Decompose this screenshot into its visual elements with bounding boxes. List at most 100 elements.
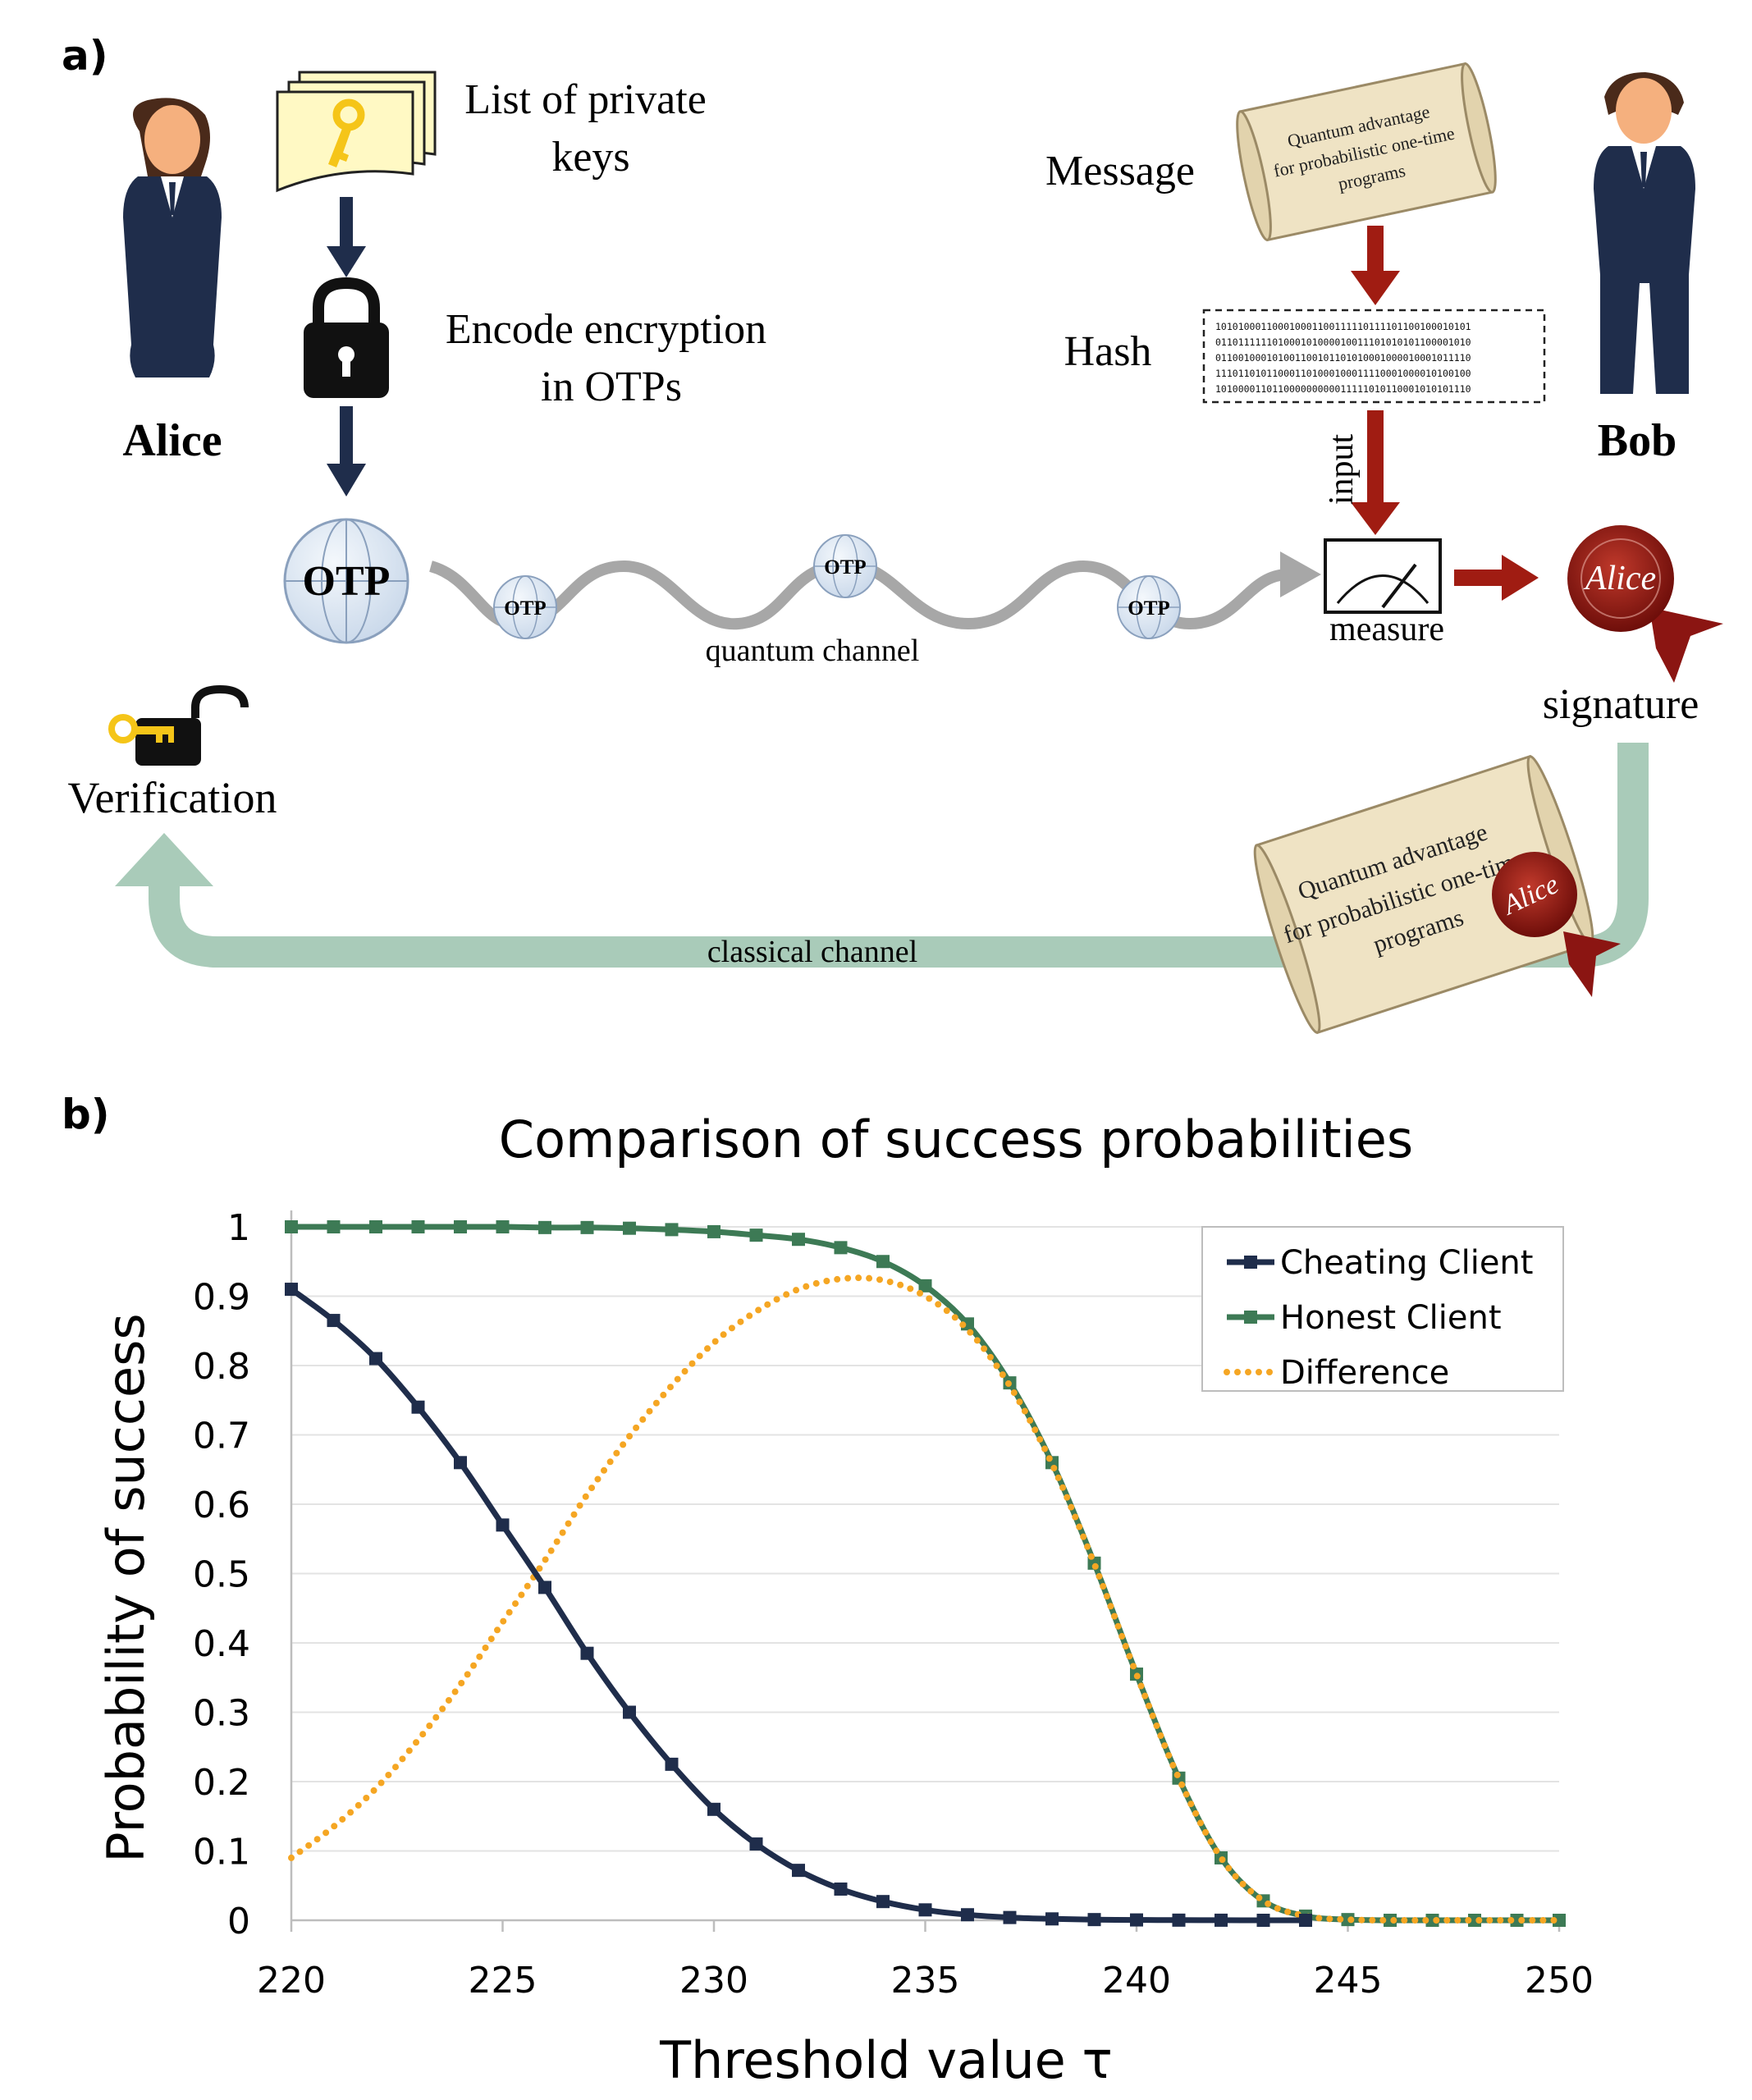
cheating-client-marker	[538, 1581, 551, 1594]
legend-label-honest-client: Honest Client	[1280, 1299, 1502, 1337]
message-label: Message	[1045, 148, 1195, 194]
paper-stack-icon	[276, 71, 437, 193]
arrow-message-to-hash	[1351, 226, 1400, 305]
otp-small-globe-2: OTP	[813, 534, 877, 598]
honest-client-marker	[454, 1220, 467, 1233]
honest-client-marker	[1468, 1914, 1481, 1927]
cheating-client-marker	[411, 1400, 425, 1414]
y-tick-label: 0.8	[193, 1346, 250, 1388]
y-tick-label: 0.6	[193, 1485, 250, 1526]
wax-seal-icon: Alice	[1567, 525, 1723, 683]
svg-text:OTP: OTP	[1128, 597, 1169, 620]
cheating-client-marker	[1215, 1913, 1228, 1927]
x-tick-label: 245	[1314, 1960, 1383, 2002]
honest-client-marker	[749, 1228, 763, 1242]
alice-label: Alice	[122, 415, 222, 466]
honest-client-marker	[1553, 1914, 1566, 1927]
svg-text:OTP: OTP	[824, 556, 866, 579]
bob-label: Bob	[1598, 415, 1677, 466]
arrow-keys-to-padlock	[327, 197, 366, 277]
cheating-client-marker	[961, 1908, 974, 1922]
cheating-client-marker	[1003, 1910, 1017, 1924]
y-tick-label: 0.5	[193, 1554, 250, 1596]
honest-client-marker	[285, 1220, 298, 1233]
hash-bits: 1010100011000100011001111101111011001000…	[1215, 321, 1477, 395]
otp-large-label: OTP	[303, 558, 391, 605]
cheating-client-marker	[792, 1864, 805, 1878]
x-tick-label: 235	[891, 1960, 960, 2002]
cheating-client-marker	[1087, 1913, 1101, 1927]
seal-text: Alice	[1583, 560, 1656, 597]
honest-client-marker	[1425, 1914, 1439, 1927]
cheating-client-marker	[327, 1314, 341, 1328]
cheating-client-marker	[876, 1895, 890, 1909]
honest-client-marker	[918, 1279, 932, 1292]
padlock-icon	[304, 277, 389, 398]
signed-scroll-icon: Quantum advantage for probabilistic one-…	[1253, 754, 1594, 1035]
honest-client-marker	[876, 1255, 890, 1269]
hash-box	[1202, 309, 1546, 404]
open-padlock-icon	[108, 684, 249, 766]
y-tick-label: 0.3	[193, 1693, 250, 1735]
x-tick-label: 240	[1102, 1960, 1171, 2002]
difference-line	[288, 1274, 1562, 1924]
arrow-padlock-to-otp	[327, 406, 366, 496]
key-icon	[328, 98, 365, 167]
honest-client-marker	[538, 1220, 551, 1234]
y-tick-label: 0.1	[193, 1832, 250, 1874]
cheating-client-marker	[749, 1837, 763, 1851]
cheating-client-marker	[1256, 1914, 1270, 1927]
panel-a: a) Alice List of private keys	[62, 32, 1723, 1035]
verification-label: Verification	[68, 773, 277, 822]
meter-icon	[1324, 538, 1442, 614]
classical-channel-label: classical channel	[707, 935, 917, 969]
cheating-client-marker	[580, 1646, 594, 1660]
honest-client-marker	[834, 1241, 848, 1255]
honest-client-marker	[792, 1233, 805, 1247]
honest-client-marker	[623, 1221, 636, 1235]
cheating-client-marker	[1130, 1913, 1143, 1927]
legend-box	[1201, 1226, 1564, 1392]
y-tick-label: 0.2	[193, 1762, 250, 1804]
input-label: input	[1323, 434, 1361, 506]
legend-label-difference: Difference	[1280, 1354, 1449, 1392]
chart-title: Comparison of success probabilities	[499, 1109, 1413, 1169]
otp-small-globe-1: OTP	[493, 575, 557, 639]
x-tick-label: 220	[257, 1960, 326, 2002]
bob-person-icon	[1594, 72, 1695, 394]
legend-marker-honest-client	[1244, 1311, 1257, 1324]
chart-series	[285, 1220, 1566, 1927]
honest-client-marker	[1510, 1914, 1524, 1927]
legend-marker-cheating-client	[1244, 1256, 1257, 1269]
encode-encryption-label: Encode encryption in OTPs	[446, 306, 777, 410]
x-tick-label: 230	[679, 1960, 748, 2002]
cheating-client-marker	[665, 1757, 679, 1771]
classical-channel-arrow	[149, 743, 1649, 968]
alice-person-icon	[123, 98, 222, 377]
x-tick-label: 250	[1525, 1960, 1594, 2002]
honest-client-marker	[496, 1220, 510, 1233]
y-tick-label: 0.4	[193, 1623, 250, 1665]
honest-client-marker	[707, 1224, 720, 1238]
cheating-client-marker	[454, 1456, 467, 1470]
honest-client-marker	[411, 1220, 425, 1233]
cheating-client-marker	[1299, 1914, 1312, 1927]
panel-b-label: b)	[62, 1091, 110, 1138]
panel-a-label: a)	[62, 32, 108, 80]
quantum-channel-arrowhead	[1280, 551, 1321, 597]
legend-label-cheating-client: Cheating Client	[1280, 1244, 1533, 1282]
x-axis-label: Threshold value τ	[659, 2030, 1113, 2090]
honest-client-marker	[665, 1223, 679, 1237]
cheating-client-marker	[834, 1882, 848, 1896]
otp-globe-icon	[283, 518, 409, 644]
hash-label: Hash	[1064, 328, 1152, 375]
cheating-client-marker	[623, 1705, 636, 1719]
arrow-hash-to-measure	[1351, 410, 1400, 535]
y-tick-label: 0.9	[193, 1277, 250, 1319]
y-tick-label: 1	[227, 1207, 250, 1249]
svg-text:OTP: OTP	[504, 597, 546, 620]
cheating-client-marker	[496, 1518, 510, 1532]
honest-client-marker	[369, 1220, 382, 1233]
otp-small-globe-3: OTP	[1117, 575, 1181, 639]
